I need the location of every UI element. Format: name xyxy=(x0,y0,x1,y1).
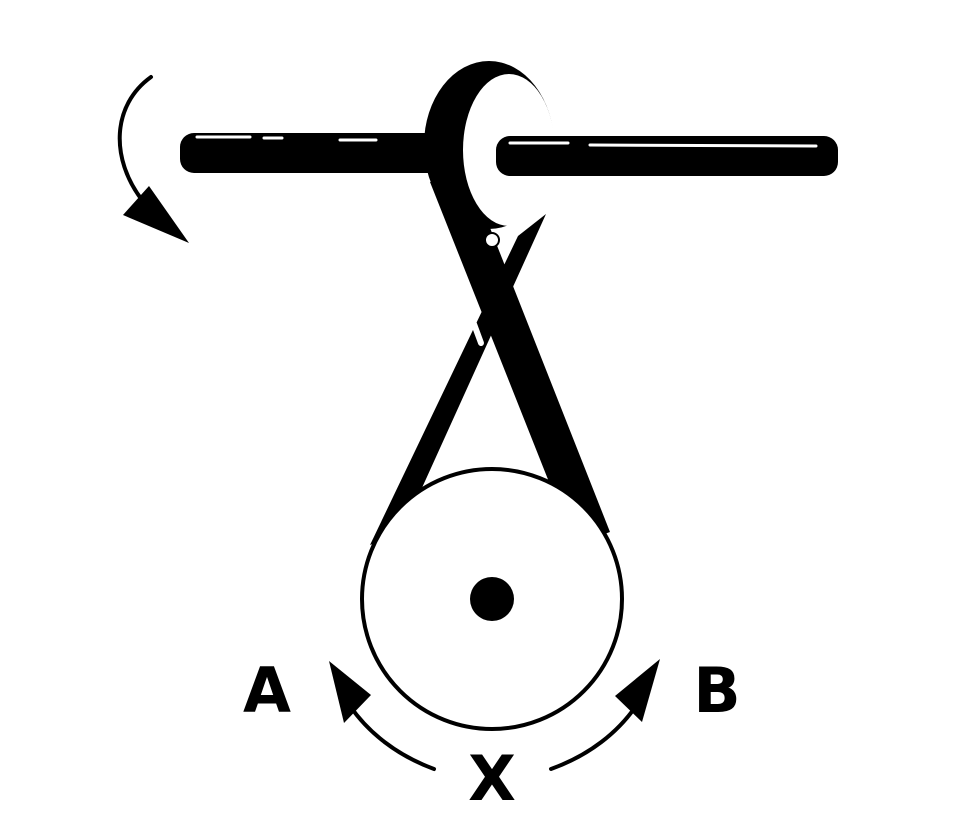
label-a: A xyxy=(243,654,291,727)
bottom-wheel xyxy=(360,467,624,731)
bottom-wheel-hub xyxy=(470,577,514,621)
rotation-arrow-icon xyxy=(117,75,189,243)
shaft-left-segment xyxy=(180,133,448,173)
arrow-to-a-icon xyxy=(329,661,436,771)
rotation-arrowhead xyxy=(123,186,189,243)
belt-strap-right xyxy=(370,214,546,545)
rotation-arrow-arc xyxy=(117,75,153,202)
shaft-right-segment xyxy=(496,136,838,176)
label-x: X xyxy=(468,742,516,815)
belt-strap-left xyxy=(430,172,610,545)
label-b: B xyxy=(693,654,740,727)
drive-belt xyxy=(370,172,610,545)
top-pulley-pin xyxy=(484,232,500,248)
arrow-to-b-icon xyxy=(549,659,660,771)
